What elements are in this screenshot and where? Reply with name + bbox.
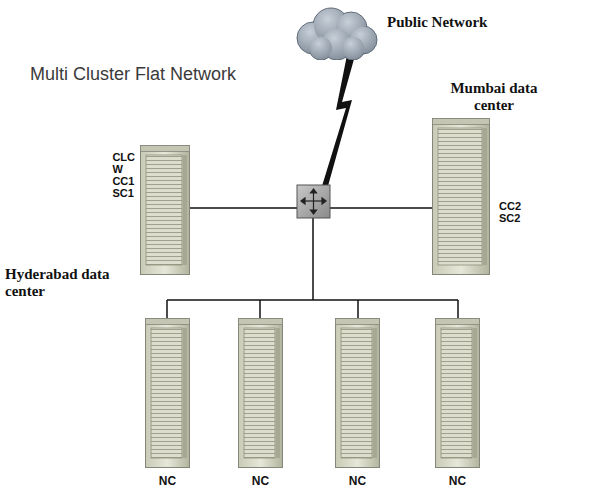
public-cloud: Public Network (293, 4, 379, 60)
server-role-label: CC2 SC2 (499, 200, 521, 224)
server-rack: CLC W CC1 SC1 (140, 145, 190, 275)
server-role-label: NC (435, 474, 480, 488)
site-label: Hyderabad data center (5, 266, 123, 300)
rack-shape (432, 118, 490, 275)
cloud-shape (293, 4, 379, 60)
rack-shape (238, 318, 283, 468)
network-switch (297, 185, 330, 218)
node-bus (167, 218, 458, 318)
node-rack: NC (435, 318, 480, 468)
rack-shape (140, 145, 190, 275)
server-rack: CC2 SC2 (432, 118, 490, 275)
node-rack: NC (238, 318, 283, 468)
server-role-label: NC (145, 474, 190, 488)
wireless-link (322, 50, 356, 186)
diagram-title: Multi Cluster Flat Network (30, 64, 236, 85)
server-role-label: CLC W CC1 SC1 (112, 151, 135, 199)
node-rack: NC (335, 318, 380, 468)
rack-shape (335, 318, 380, 468)
network-label: Public Network (387, 14, 487, 31)
rack-shape (145, 318, 190, 468)
server-role-label: NC (238, 474, 283, 488)
server-role-label: NC (335, 474, 380, 488)
node-rack: NC (145, 318, 190, 468)
rack-shape (435, 318, 480, 468)
site-label: Mumbai data center (430, 80, 558, 114)
